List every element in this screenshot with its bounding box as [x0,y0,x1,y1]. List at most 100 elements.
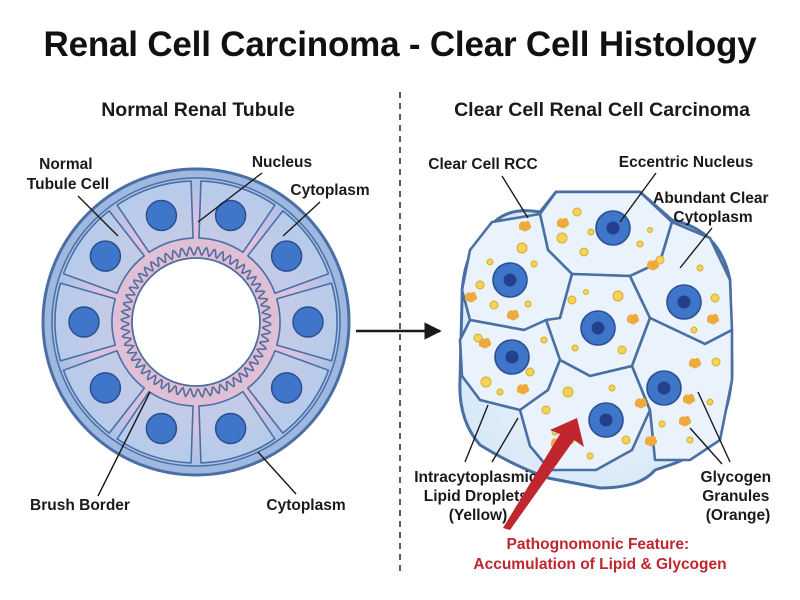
lipid-droplet [608,384,616,392]
lipid-droplet [567,295,577,305]
label-glycogen-granules-line1: Glycogen [701,469,772,486]
rcc-nucleolus [591,321,605,335]
feature-arrow-icon [503,418,584,530]
rcc-nuclei [492,210,702,438]
pointer-eccentric-nucleus [619,172,657,223]
left-panel-heading: Normal Renal Tubule [101,99,295,121]
lipid-droplet [612,290,624,302]
tubule-nucleus [68,306,100,338]
pointer-abundant-clear-cytoplasm [679,227,713,269]
pointer-lipid-droplets-1 [464,404,489,463]
lipid-droplet [473,333,483,343]
lipid-droplet [556,232,568,244]
lipid-droplet [586,452,594,460]
lipid-droplet [496,388,504,396]
glycogen-granule [626,313,640,325]
glycogen-granule [682,393,696,405]
lipid-droplet [572,207,582,217]
rcc-nucleolus [505,350,519,364]
rcc-nucleolus [599,413,613,427]
tubule-lumen [131,257,261,387]
lipid-droplet [524,300,532,308]
lipid-droplet [587,228,595,236]
label-abundant-clear-cytoplasm: Abundant Clear Cytoplasm [653,190,773,226]
tubule-nucleus [214,412,247,445]
lipid-droplet [525,367,535,377]
lipid-droplet [711,357,721,367]
glycogen-granule [518,220,532,232]
tubule-nucleus [270,372,303,404]
tubule-nucleus [89,372,122,404]
tubule-nucleus [292,306,324,338]
label-lipid-droplets-line1: Intracytoplasmic [414,469,538,486]
lipid-droplet [489,300,499,310]
lipid-droplet [583,289,589,295]
lipid-droplet [621,435,631,445]
tubule-nucleus [145,412,178,445]
glycogen-granule [644,435,658,447]
lipid-droplet [480,376,492,388]
lipid-droplet [541,405,551,415]
lipid-droplet [647,227,653,233]
label-normal-tubule-cell-line1: Normal [39,156,92,173]
lipid-droplet [562,386,574,398]
glycogen-granule [556,217,570,229]
glycogen-granule [464,291,478,303]
label-pathognomonic-feature: Pathognomonic Feature: Accumulation of L… [473,536,726,573]
pointer-clear-cell-rcc [501,175,529,219]
label-abundant-clear-cytoplasm-line1: Abundant Clear [653,190,768,207]
label-lipid-droplets: Intracytoplasmic Lipid Droplets (Yellow) [414,469,542,524]
clear-cell-rcc-diagram [458,190,734,490]
lipid-droplet [579,247,589,257]
rcc-nucleolus [677,295,691,309]
pointer-cytoplasm-bottom [257,451,297,495]
lipid-droplet [706,398,714,406]
glycogen-granule [478,337,492,349]
lipid-droplet [658,420,666,428]
label-nucleus: Nucleus [252,154,312,171]
right-panel-heading: Clear Cell Renal Cell Carcinoma [454,99,750,121]
lipid-droplet [617,345,627,355]
glycogen-granule [678,415,692,427]
glycogen-granule [634,397,648,409]
pointer-nucleus [197,172,263,223]
lipid-droplets [473,207,721,460]
lipid-droplet [690,326,698,334]
glycogen-granule [646,259,660,271]
label-glycogen-granules-line3: (Orange) [706,507,771,524]
label-pathognomonic-feature-line2: Accumulation of Lipid & Glycogen [473,556,726,573]
pointer-cytoplasm-top [282,201,321,237]
label-pathognomonic-feature-line1: Pathognomonic Feature: [507,536,690,553]
lipid-droplet [696,264,704,272]
glycogen-granule [516,383,530,395]
label-clear-cell-rcc: Clear Cell RCC [428,156,537,173]
tubule-nucleus [145,199,178,232]
label-abundant-clear-cytoplasm-line2: Cytoplasm [673,209,752,226]
lipid-droplet [636,240,644,248]
lipid-droplet [530,260,538,268]
tubule-nuclei [68,199,324,445]
glycogen-granule [506,309,520,321]
normal-tubule-diagram [41,167,351,477]
label-normal-tubule-cell-line2: Tubule Cell [27,176,109,193]
label-cytoplasm-bottom: Cytoplasm [266,497,345,514]
lipid-droplet [710,293,720,303]
tubule-nucleus [270,240,303,272]
tubule-nucleus [89,240,122,272]
page-title: Renal Cell Carcinoma - Clear Cell Histol… [44,25,758,64]
glycogen-granule [706,313,720,325]
pointer-lipid-droplets-2 [491,417,519,463]
rcc-nucleolus [657,381,671,395]
label-brush-border: Brush Border [30,497,130,514]
label-glycogen-granules: Glycogen Granules (Orange) [701,469,776,524]
pointer-glycogen-granules-2 [689,427,723,465]
lipid-droplet [686,436,694,444]
label-eccentric-nucleus: Eccentric Nucleus [619,154,753,171]
pointer-glycogen-granules-1 [697,391,731,463]
rcc-nucleolus [606,221,620,235]
lipid-droplet [571,344,579,352]
label-lipid-droplets-line3: (Yellow) [449,507,508,524]
glycogen-granule [688,357,702,369]
brush-border [120,246,272,398]
